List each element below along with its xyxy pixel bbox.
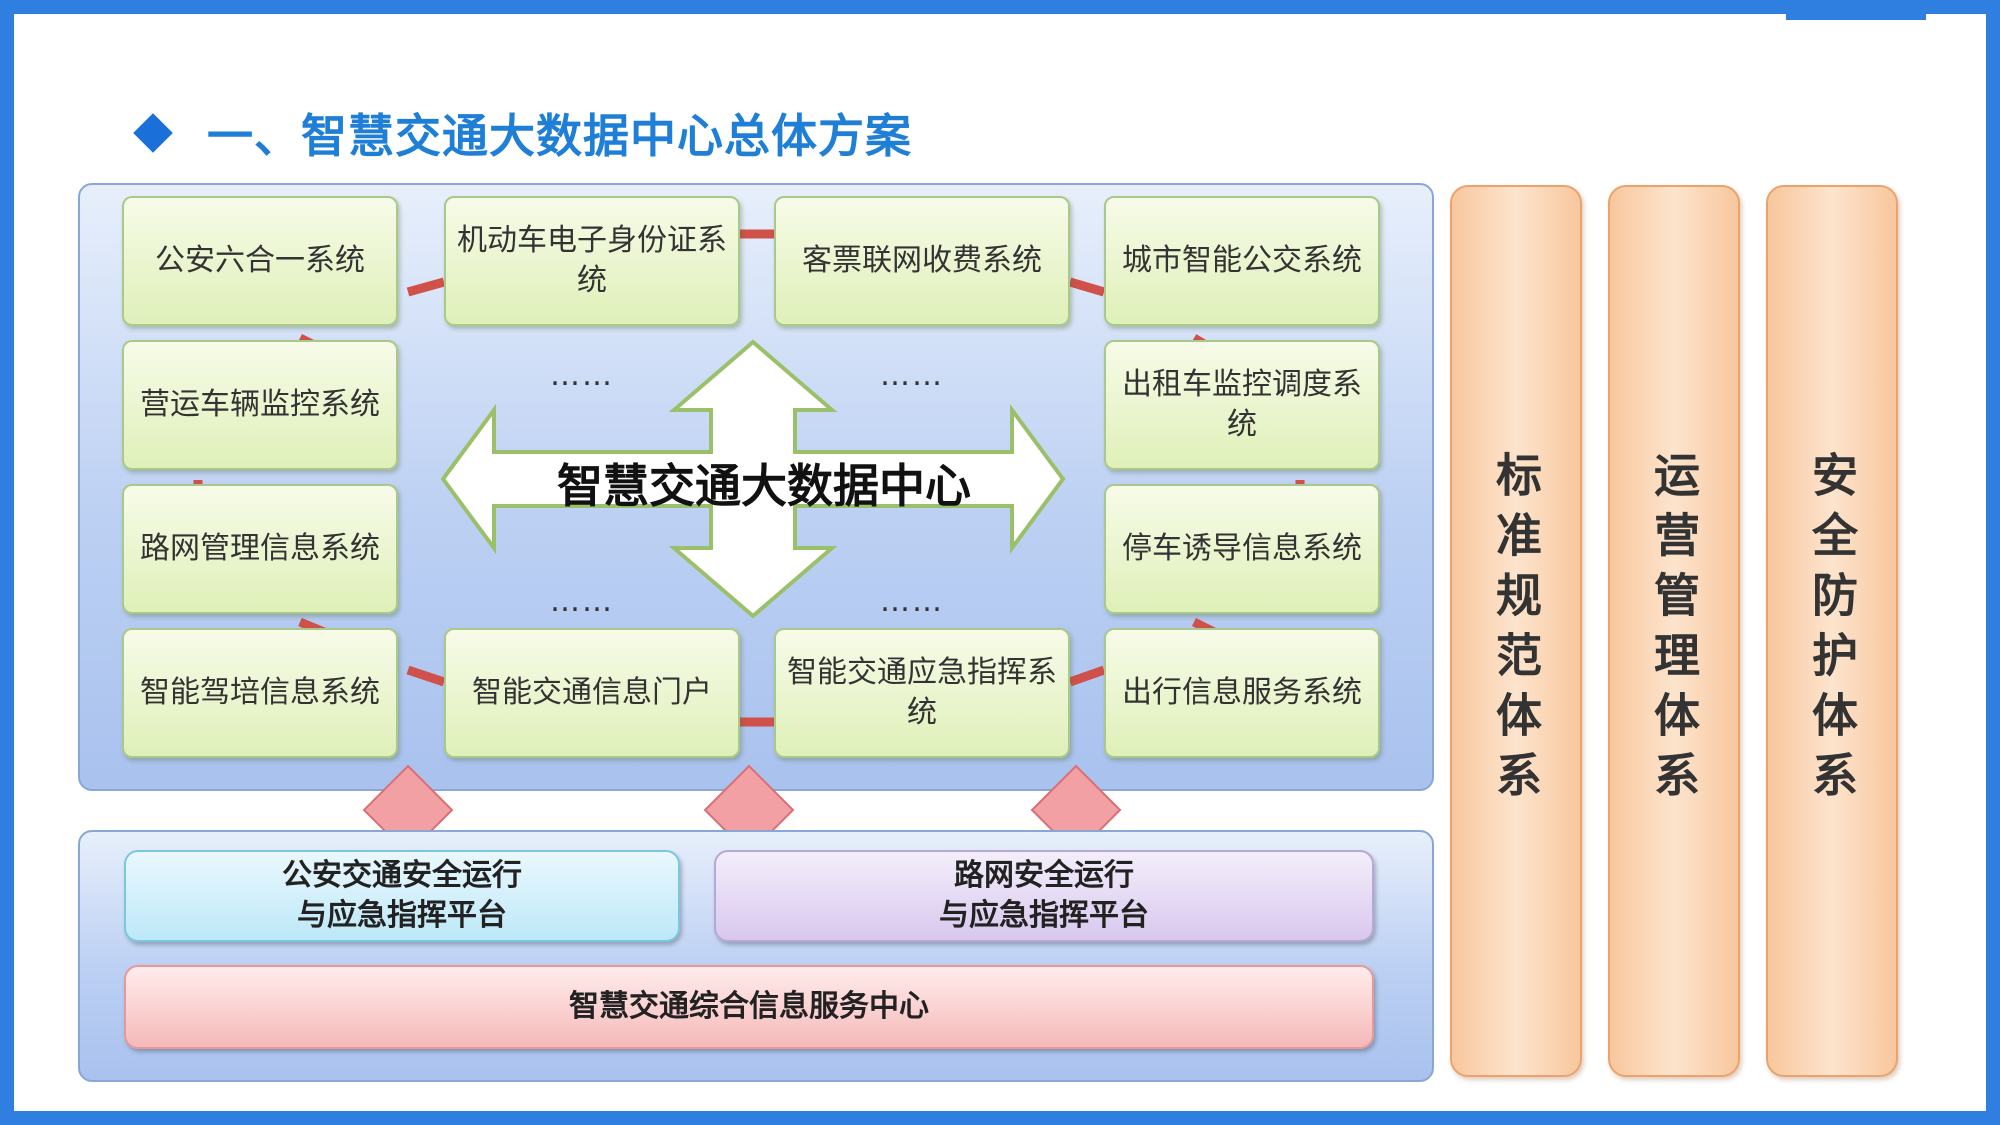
page-title: 一、智慧交通大数据中心总体方案 <box>133 98 912 168</box>
ellipsis-bottom-right: …… <box>880 584 944 619</box>
system-label: 路网管理信息系统 <box>140 531 380 566</box>
road-platform-line2: 与应急指挥平台 <box>939 898 1149 933</box>
system-label: 城市智能公交系统 <box>1122 243 1362 278</box>
ellipsis-top-left: …… <box>550 358 614 393</box>
system-label: 出行信息服务系统 <box>1122 675 1362 710</box>
police-platform-line2: 与应急指挥平台 <box>297 898 507 933</box>
system-box-driver-training: 智能驾培信息系统 <box>122 628 398 758</box>
connector-r1-12 <box>406 277 446 297</box>
pillar-security: 安全防护体系 <box>1766 185 1898 1077</box>
system-box-road-network: 路网管理信息系统 <box>122 484 398 614</box>
system-label: 停车诱导信息系统 <box>1122 531 1362 566</box>
system-label: 客票联网收费系统 <box>802 243 1042 278</box>
road-platform-box: 路网安全运行 与应急指挥平台 <box>714 850 1374 942</box>
system-box-vehicle-eid: 机动车电子身份证系统 <box>444 196 740 326</box>
police-platform-box: 公安交通安全运行 与应急指挥平台 <box>124 850 680 942</box>
system-label: 智能交通应急指挥系统 <box>787 655 1057 730</box>
system-label: 出租车监控调度系统 <box>1122 367 1362 442</box>
system-label: 公安六合一系统 <box>155 243 365 278</box>
top-accent-bar <box>1786 10 1926 20</box>
pillar-standards-label: 标准规范体系 <box>1489 451 1543 811</box>
pillar-operations: 运营管理体系 <box>1608 185 1740 1077</box>
four-way-arrow-icon <box>440 339 1066 619</box>
system-label: 机动车电子身份证系统 <box>457 223 727 298</box>
system-box-public-security: 公安六合一系统 <box>122 196 398 326</box>
system-box-info-portal: 智能交通信息门户 <box>444 628 740 758</box>
pillar-operations-label: 运营管理体系 <box>1647 451 1701 811</box>
system-box-taxi-dispatch: 出租车监控调度系统 <box>1104 340 1380 470</box>
ellipsis-bottom-left: …… <box>550 584 614 619</box>
system-box-emergency-command: 智能交通应急指挥系统 <box>774 628 1070 758</box>
system-label: 智能交通信息门户 <box>472 675 712 710</box>
connector-r4-34 <box>1068 665 1106 687</box>
center-label: 智慧交通大数据中心 <box>557 459 971 513</box>
top-border <box>14 10 1986 14</box>
system-box-commercial-vehicle: 营运车辆监控系统 <box>122 340 398 470</box>
connector-r1-34 <box>1068 277 1106 297</box>
pillar-standards: 标准规范体系 <box>1450 185 1582 1077</box>
service-center-box: 智慧交通综合信息服务中心 <box>124 965 1374 1049</box>
system-label: 营运车辆监控系统 <box>140 387 380 422</box>
pillar-security-label: 安全防护体系 <box>1805 451 1859 811</box>
page-title-text: 一、智慧交通大数据中心总体方案 <box>207 109 912 163</box>
service-center-label: 智慧交通综合信息服务中心 <box>569 989 929 1024</box>
system-box-travel-info: 出行信息服务系统 <box>1104 628 1380 758</box>
system-box-smart-bus: 城市智能公交系统 <box>1104 196 1380 326</box>
ellipsis-top-right: …… <box>880 358 944 393</box>
connector-r4-12 <box>406 665 446 687</box>
police-platform-line1: 公安交通安全运行 <box>282 858 522 893</box>
road-platform-line1: 路网安全运行 <box>954 858 1134 893</box>
system-label: 智能驾培信息系统 <box>140 675 380 710</box>
system-box-ticketing: 客票联网收费系统 <box>774 196 1070 326</box>
system-box-parking-guidance: 停车诱导信息系统 <box>1104 484 1380 614</box>
slide: 一、智慧交通大数据中心总体方案 公安六合一系统 机动车电子身份证 <box>14 10 1986 1111</box>
